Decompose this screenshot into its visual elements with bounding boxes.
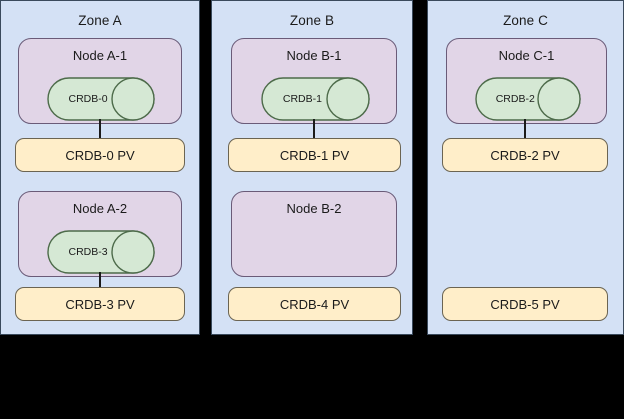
zone-container-c[interactable]: Zone C Node C-1 CRDB-2 CRDB-2 PV CRDB-5 … [427,0,624,335]
node-box-b-1[interactable]: Node B-1 CRDB-1 [231,38,397,124]
pv-label-crdb-3: CRDB-3 PV [65,296,135,312]
connector-a-2 [99,272,101,292]
pv-box-crdb-0[interactable]: CRDB-0 PV [15,138,185,172]
connector-b-1 [313,119,315,139]
pv-box-crdb-4[interactable]: CRDB-4 PV [228,287,401,321]
connector-c-1 [524,119,526,139]
cylinder-icon [261,77,370,121]
node-box-a-1[interactable]: Node A-1 CRDB-0 [18,38,182,124]
pv-label-crdb-0: CRDB-0 PV [65,147,135,163]
node-title-a-2: Node A-2 [72,201,128,216]
pod-cylinder-crdb-1[interactable]: CRDB-1 [261,77,370,121]
pv-box-crdb-5[interactable]: CRDB-5 PV [442,287,608,321]
pv-box-crdb-1[interactable]: CRDB-1 PV [228,138,401,172]
pv-label-crdb-4: CRDB-4 PV [279,296,350,312]
pv-box-crdb-2[interactable]: CRDB-2 PV [442,138,608,172]
pod-cylinder-crdb-0[interactable]: CRDB-0 [47,77,155,121]
zone-title-b: Zone B [289,13,335,28]
pv-label-crdb-2: CRDB-2 PV [490,147,560,163]
zone-container-b[interactable]: Zone B Node B-1 CRDB-1 CRDB-1 PV Node B-… [211,0,413,335]
node-title-b-1: Node B-1 [286,48,342,63]
cylinder-icon [47,77,155,121]
pv-label-crdb-5: CRDB-5 PV [490,296,560,312]
cylinder-icon [47,230,155,274]
pod-cylinder-crdb-2[interactable]: CRDB-2 [475,77,581,121]
cylinder-icon [475,77,581,121]
pv-label-crdb-1: CRDB-1 PV [279,147,350,163]
zone-title-c: Zone C [503,13,548,28]
connector-a-1 [99,119,101,139]
zone-container-a[interactable]: Zone A Node A-1 CRDB-0 CRDB-0 PV Node A-… [0,0,200,335]
node-title-c-1: Node C-1 [498,48,555,63]
pv-box-crdb-3[interactable]: CRDB-3 PV [15,287,185,321]
node-box-a-2[interactable]: Node A-2 CRDB-3 [18,191,182,277]
node-box-b-2[interactable]: Node B-2 [231,191,397,277]
pod-cylinder-crdb-3[interactable]: CRDB-3 [47,230,155,274]
node-title-b-2: Node B-2 [286,201,342,216]
node-title-a-1: Node A-1 [72,48,128,63]
zone-title-a: Zone A [78,13,122,28]
node-box-c-1[interactable]: Node C-1 CRDB-2 [446,38,607,124]
